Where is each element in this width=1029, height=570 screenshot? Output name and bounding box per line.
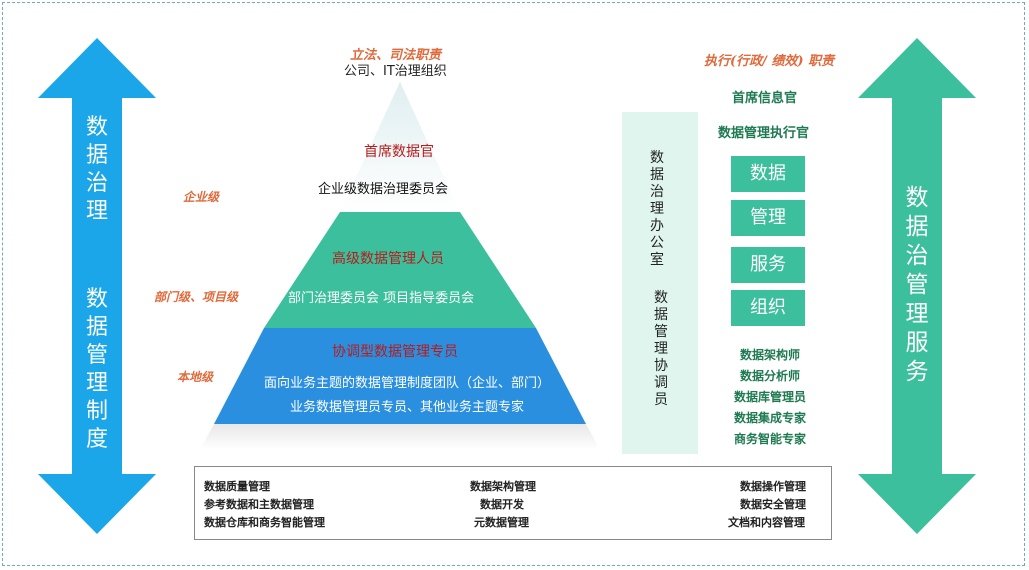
function-master-data: 参考数据和主数据管理 xyxy=(204,498,314,511)
right-double-arrow xyxy=(858,38,976,534)
role-cio: 首席信息官 xyxy=(732,91,798,106)
left-arrow-management-text: 数据管理制度 xyxy=(85,287,108,452)
level-title-enterprise: 首席数据官 xyxy=(364,144,434,160)
pyramid-top-label-black: 公司、IT治理组织 xyxy=(344,64,447,79)
service-box-service: 服务 xyxy=(731,247,805,283)
specialist-analyst: 数据分析师 xyxy=(740,369,801,383)
function-metadata: 元数据管理 xyxy=(474,516,529,529)
service-box-management: 管理 xyxy=(731,200,805,236)
service-box-organization: 组织 xyxy=(731,290,805,326)
functions-box xyxy=(194,466,832,540)
specialist-dba: 数据库管理员 xyxy=(734,390,807,404)
level-text-local-2: 业务数据管理员专员、其他业务主题专家 xyxy=(290,400,525,415)
pyramid-level-department xyxy=(264,212,536,328)
function-operations: 数据操作管理 xyxy=(740,480,806,493)
level-title-local: 协调型数据管理专员 xyxy=(332,344,458,360)
level-text-local-1: 面向业务主题的数据管理制度团队（企业、部门） xyxy=(264,376,551,391)
pyramid xyxy=(200,82,600,450)
pyramid-level-enterprise xyxy=(340,82,460,212)
level-title-department: 高级数据管理人员 xyxy=(332,251,444,267)
level-text-department: 部门治理委员会 项目指导委员会 xyxy=(288,291,475,306)
service-box-data: 数据 xyxy=(731,156,805,192)
function-development: 数据开发 xyxy=(480,498,524,511)
function-security: 数据安全管理 xyxy=(740,498,806,511)
specialist-bi: 商务智能专家 xyxy=(734,432,807,446)
function-quality: 数据质量管理 xyxy=(204,480,270,493)
level-text-enterprise: 企业级数据治理委员会 xyxy=(318,182,449,197)
governance-office-panel xyxy=(622,112,698,454)
function-architecture: 数据架构管理 xyxy=(470,480,536,493)
left-arrow-governance-text: 数据治理 xyxy=(85,115,108,224)
left-double-arrow xyxy=(38,38,156,534)
function-warehouse-bi: 数据仓库和商务智能管理 xyxy=(204,516,325,529)
level-label-enterprise: 企业级 xyxy=(183,190,220,204)
pyramid-base xyxy=(200,424,600,450)
pyramid-top-label-red: 立法、司法职责 xyxy=(350,48,442,63)
specialist-architect: 数据架构师 xyxy=(740,348,801,362)
office-column-2: 数据管理协调员 xyxy=(654,290,668,408)
function-document-content: 文档和内容管理 xyxy=(728,516,805,529)
right-arrow-text: 数据治管理服务 xyxy=(905,185,929,385)
office-column-1: 数据治理办公室 xyxy=(650,150,664,268)
level-label-department: 部门级、项目级 xyxy=(154,290,239,304)
executive-header: 执行(行政/ 绩效) 职责 xyxy=(704,54,835,69)
specialist-integration: 数据集成专家 xyxy=(734,411,807,425)
pyramid-level-local xyxy=(214,328,586,424)
level-label-local: 本地级 xyxy=(177,370,214,384)
role-data-exec: 数据管理执行官 xyxy=(718,126,810,141)
